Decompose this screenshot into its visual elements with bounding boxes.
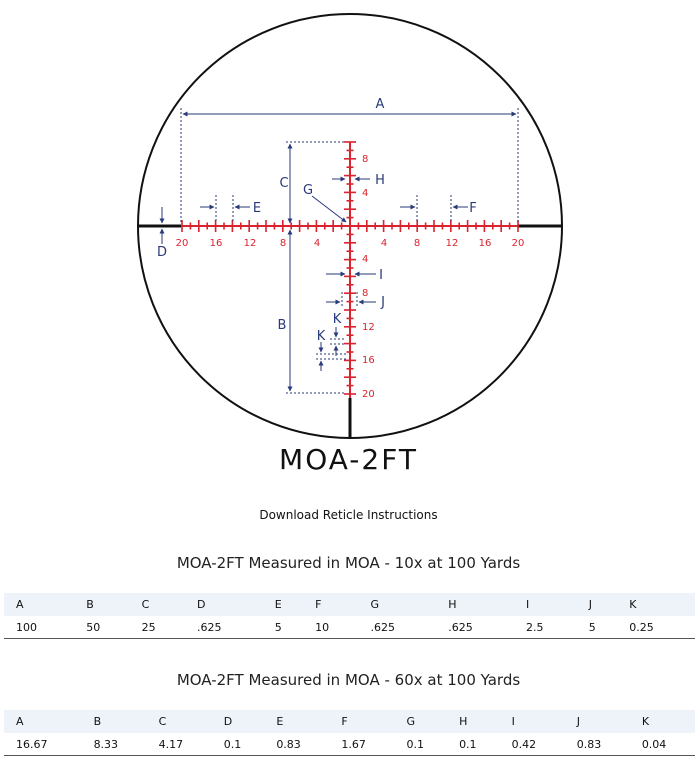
table-10x-heading: MOA-2FT Measured in MOA - 10x at 100 Yar… xyxy=(176,554,521,572)
scale-label-left-8: 8 xyxy=(280,238,286,249)
table-cell: 10 xyxy=(303,616,359,639)
scale-label-down-20: 20 xyxy=(362,389,375,400)
callout-a: A xyxy=(376,97,385,112)
table-header-row: A B C D E F G H I J K xyxy=(4,593,695,616)
table-cell: 5 xyxy=(262,616,304,639)
column-header: H xyxy=(447,710,500,733)
column-header: I xyxy=(513,593,577,616)
scale-label-up-8: 8 xyxy=(362,154,368,165)
table-60x: A B C D E F G H I J K 16.67 8.33 4.17 0.… xyxy=(4,710,695,756)
table-cell: 0.1 xyxy=(211,733,265,756)
scale-label-left-12: 12 xyxy=(244,238,257,249)
callout-b: B xyxy=(278,318,287,333)
column-header: B xyxy=(74,593,130,616)
column-header: J xyxy=(576,593,618,616)
column-header: E xyxy=(262,593,304,616)
table-cell: 0.25 xyxy=(617,616,695,639)
scale-label-down-4: 4 xyxy=(362,254,368,265)
table-cell: 2.5 xyxy=(513,616,577,639)
column-header: D xyxy=(211,710,265,733)
column-header: C xyxy=(129,593,185,616)
table-cell: 0.42 xyxy=(499,733,565,756)
table-cell: 4.17 xyxy=(146,733,212,756)
table-row: 100 50 25 .625 5 10 .625 .625 2.5 5 0.25 xyxy=(4,616,695,639)
scale-label-up-4: 4 xyxy=(362,188,368,199)
column-header: A xyxy=(4,593,75,616)
column-header: F xyxy=(329,710,395,733)
table-10x: A B C D E F G H I J K 100 50 25 .625 5 1… xyxy=(4,593,695,639)
table-cell: 5 xyxy=(576,616,618,639)
column-header: E xyxy=(264,710,330,733)
column-header: H xyxy=(436,593,514,616)
column-header: K xyxy=(617,593,695,616)
column-header: D xyxy=(184,593,263,616)
callout-j: J xyxy=(380,295,385,310)
table-cell: 50 xyxy=(74,616,130,639)
dim-g-arrow xyxy=(311,195,347,223)
callout-d: D xyxy=(157,245,167,260)
table-cell: 16.67 xyxy=(4,733,82,756)
column-header: B xyxy=(81,710,147,733)
scale-label-down-16: 16 xyxy=(362,355,375,366)
table-cell: .625 xyxy=(436,616,514,639)
column-header: C xyxy=(146,710,212,733)
column-header: A xyxy=(4,710,82,733)
table-cell: 0.83 xyxy=(564,733,630,756)
scale-label-right-4: 4 xyxy=(381,238,387,249)
column-header: G xyxy=(394,710,448,733)
table-header-row: A B C D E F G H I J K xyxy=(4,710,695,733)
column-header: F xyxy=(303,593,359,616)
callout-k-upper: K xyxy=(333,312,342,327)
table-cell: .625 xyxy=(358,616,437,639)
reticle-title: MOA-2FT xyxy=(279,443,418,476)
reticle-diagram: 20 16 12 8 4 4 8 12 16 20 8 4 4 8 12 16 … xyxy=(137,13,563,439)
download-instructions-link[interactable]: Download Reticle Instructions xyxy=(259,508,438,522)
table-cell: 0.83 xyxy=(264,733,330,756)
scale-label-down-12: 12 xyxy=(362,322,375,333)
table-cell: 100 xyxy=(4,616,75,639)
table-cell: 1.67 xyxy=(329,733,395,756)
scale-label-left-4: 4 xyxy=(314,238,320,249)
table-60x-heading: MOA-2FT Measured in MOA - 60x at 100 Yar… xyxy=(176,671,521,689)
callout-g: G xyxy=(303,183,313,198)
callout-c: C xyxy=(279,176,288,191)
callout-i: I xyxy=(379,268,383,283)
callout-k-lower: K xyxy=(317,329,326,344)
scale-label-right-16: 16 xyxy=(479,238,492,249)
column-header: G xyxy=(358,593,437,616)
scale-label-right-12: 12 xyxy=(446,238,459,249)
table-cell: 0.1 xyxy=(447,733,500,756)
table-cell: 25 xyxy=(129,616,185,639)
scale-label-right-20: 20 xyxy=(512,238,525,249)
callout-e: E xyxy=(253,201,261,216)
column-header: J xyxy=(564,710,630,733)
scale-label-left-20: 20 xyxy=(176,238,189,249)
callout-h: H xyxy=(375,173,385,188)
reticle-ticks xyxy=(181,141,519,395)
table-cell: 0.04 xyxy=(629,733,695,756)
scale-label-right-8: 8 xyxy=(414,238,420,249)
table-cell: 0.1 xyxy=(394,733,448,756)
table-cell: .625 xyxy=(184,616,263,639)
scale-label-down-8: 8 xyxy=(362,288,368,299)
column-header: I xyxy=(499,710,565,733)
callout-f: F xyxy=(469,201,476,216)
scale-label-left-16: 16 xyxy=(210,238,223,249)
table-cell: 8.33 xyxy=(81,733,147,756)
column-header: K xyxy=(629,710,695,733)
table-row: 16.67 8.33 4.17 0.1 0.83 1.67 0.1 0.1 0.… xyxy=(4,733,695,756)
